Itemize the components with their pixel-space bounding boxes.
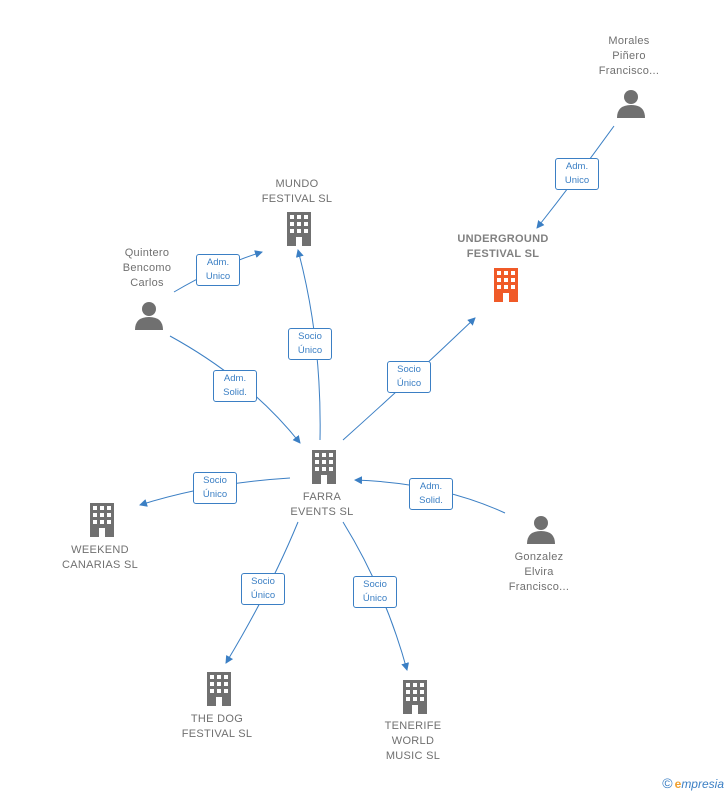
node-label-quintero-bencomo[interactable]: Quintero Bencomo Carlos	[122, 247, 172, 289]
node-label-underground-festival[interactable]: UNDERGROUND FESTIVAL SL	[457, 233, 549, 260]
edge-label-farra-thedog: Socio Único	[241, 573, 285, 605]
person-icon[interactable]	[134, 300, 164, 330]
node-label-morales-pinero[interactable]: Morales Piñero Francisco...	[598, 35, 660, 77]
edge-label-farra-underground: Socio Único	[387, 361, 431, 393]
building-icon[interactable]	[399, 680, 431, 714]
node-label-mundo-festival[interactable]: MUNDO FESTIVAL SL	[261, 178, 333, 205]
edge-label-gonzalez-farra: Adm. Solid.	[409, 478, 453, 510]
edge-label-quintero-mundo: Adm. Unico	[196, 254, 240, 286]
node-label-the-dog-festival[interactable]: THE DOG FESTIVAL SL	[181, 713, 253, 740]
edge-label-farra-tenerife: Socio Único	[353, 576, 397, 608]
brand-logo-e: e	[674, 777, 682, 791]
footer-brand[interactable]: ©empresia	[662, 775, 724, 791]
brand-name: mpresia	[681, 777, 724, 791]
building-icon[interactable]	[490, 268, 522, 302]
node-label-farra-events[interactable]: FARRA EVENTS SL	[290, 491, 354, 518]
edge-label-quintero-farra: Adm. Solid.	[213, 370, 257, 402]
edge-label-morales-underground: Adm. Unico	[555, 158, 599, 190]
building-icon[interactable]	[283, 212, 315, 246]
person-icon[interactable]	[526, 514, 556, 544]
node-label-weekend-canarias[interactable]: WEEKEND CANARIAS SL	[61, 544, 139, 571]
node-label-gonzalez-elvira[interactable]: Gonzalez Elvira Francisco...	[508, 551, 570, 593]
building-icon[interactable]	[203, 672, 235, 706]
copyright-symbol: ©	[662, 775, 673, 791]
person-icon[interactable]	[616, 88, 646, 118]
node-label-tenerife-world-music[interactable]: TENERIFE WORLD MUSIC SL	[384, 720, 442, 762]
building-icon[interactable]	[86, 503, 118, 537]
edge-label-farra-weekend: Socio Único	[193, 472, 237, 504]
building-icon[interactable]	[308, 450, 340, 484]
edge-label-farra-mundo: Socio Único	[288, 328, 332, 360]
